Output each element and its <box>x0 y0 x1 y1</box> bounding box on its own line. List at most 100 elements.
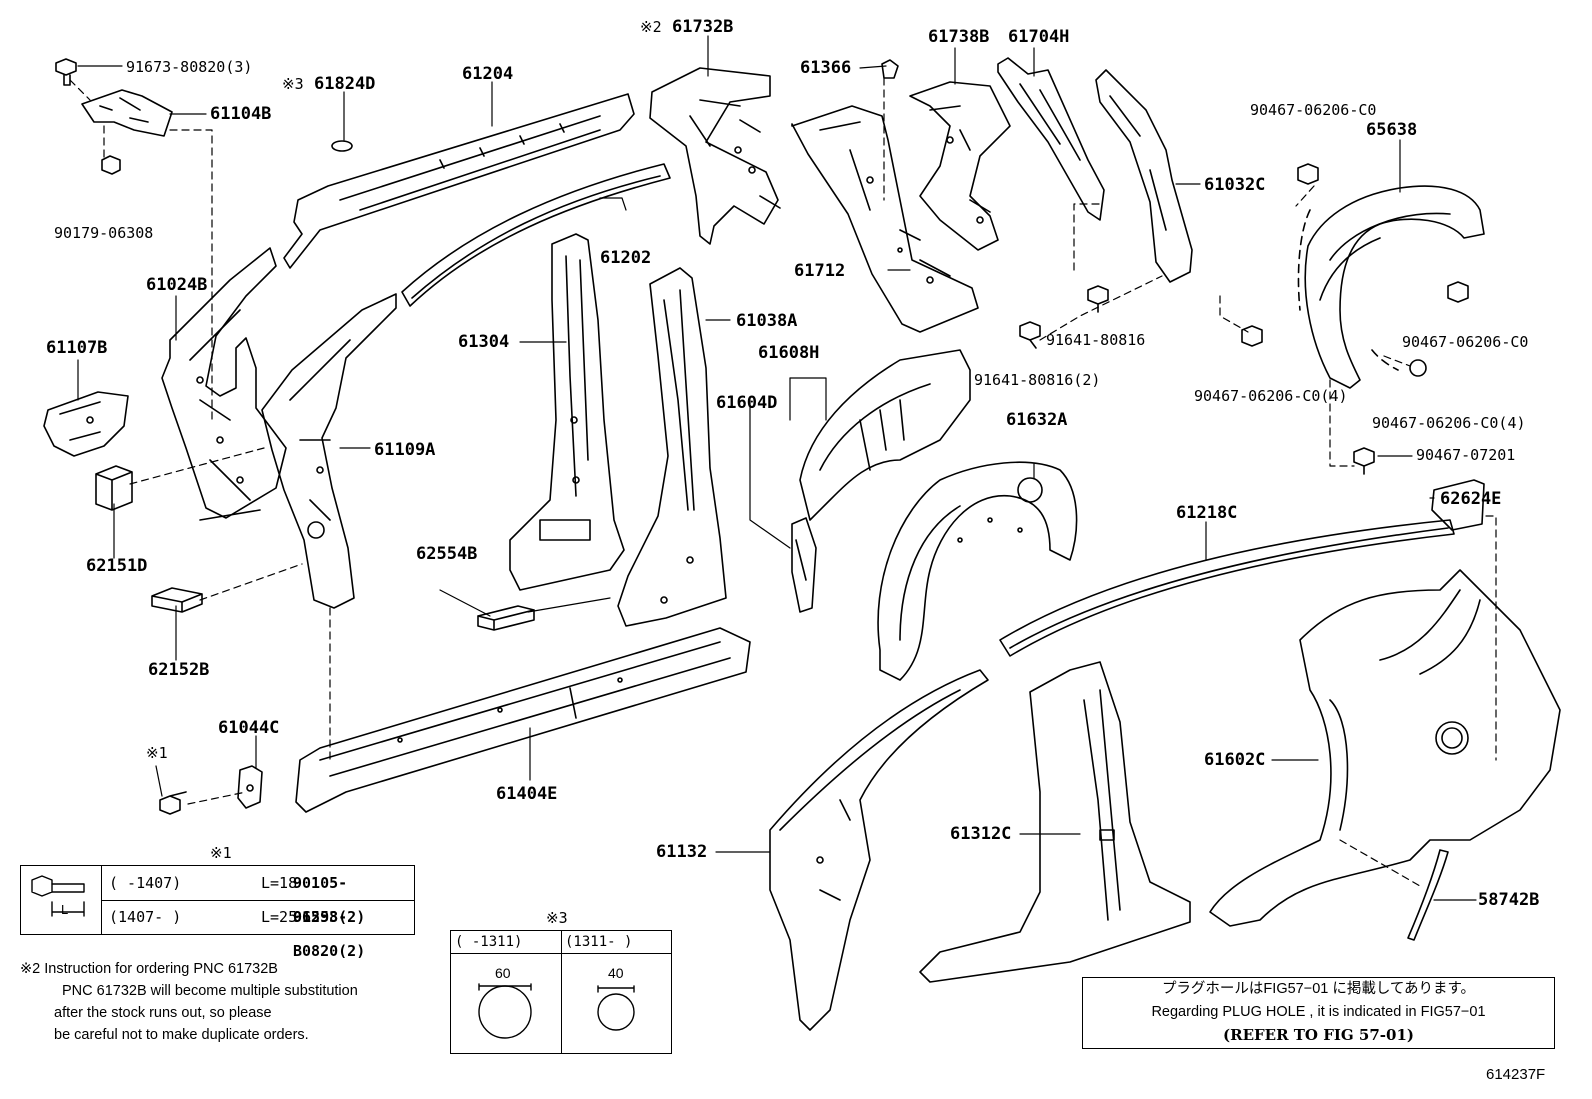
label-61738b[interactable]: 61738B <box>928 27 990 47</box>
hole-range: ( -1311) <box>455 934 523 950</box>
gusset-61032c-shape <box>1095 69 1193 283</box>
pillar-61132-shape <box>769 669 989 1031</box>
label-61732b[interactable]: 61732B <box>672 17 734 37</box>
bracket-61104b-shape <box>81 89 173 137</box>
block-62151d-shape <box>95 465 133 511</box>
label-90179-06308[interactable]: 90179-06308 <box>54 224 154 242</box>
bolt-length: L=18 <box>261 874 298 892</box>
bracket-61704h-shape <box>997 57 1105 221</box>
label-61104b[interactable]: 61104B <box>210 104 272 124</box>
hole-range-col2: (1311- ) <box>561 931 671 954</box>
nut-90467-right-shape <box>1447 281 1469 303</box>
dashed-assembly-lines <box>69 77 1497 887</box>
hole-size-60: 60 <box>495 965 511 981</box>
label-90467-07201[interactable]: 90467-07201 <box>1416 446 1516 464</box>
label-mark1: ※1 <box>146 744 168 762</box>
hole-range: (1311- ) <box>565 934 633 950</box>
label-61824d[interactable]: 61824D <box>314 74 376 94</box>
label-61204[interactable]: 61204 <box>462 64 514 84</box>
bolt-range: (1407- ) <box>109 908 182 926</box>
label-91641-80816-2[interactable]: 91641-80816(2) <box>974 371 1101 389</box>
refer-box: プラグホールはFIG57−01 に掲載してあります。 Regarding PLU… <box>1082 977 1555 1049</box>
label-61632a[interactable]: 61632A <box>1006 410 1068 430</box>
label-65638[interactable]: 65638 <box>1366 120 1418 140</box>
bolt-91641a-shape <box>1087 285 1109 313</box>
pillar-61312c-shape <box>919 661 1191 983</box>
wheelhouse-61608h-shape <box>799 349 971 521</box>
hole-table-divider <box>561 931 562 1053</box>
bolt-range: ( -1407) <box>109 874 182 892</box>
note2-line1: ※2 Instruction for ordering PNC 61732B <box>20 961 278 977</box>
label-90467-right[interactable]: 90467-06206-C0 <box>1402 333 1529 351</box>
bolt-part-number[interactable]: 91553-B0820(2) <box>293 908 366 960</box>
bolt-table-icon <box>31 875 85 917</box>
label-62554b[interactable]: 62554B <box>416 544 478 564</box>
rail-61218c-shape <box>999 519 1455 657</box>
bolt-mark1-shape <box>159 791 187 815</box>
label-61202[interactable]: 61202 <box>600 248 652 268</box>
label-61024b[interactable]: 61024B <box>146 275 208 295</box>
label-61732b-mark: ※2 <box>640 18 662 36</box>
nut-90467-4a-shape <box>1241 325 1263 347</box>
label-61824d-mark: ※3 <box>282 75 304 93</box>
bolt-table-row: ( -1407) L=18 90105-06298(2) <box>101 866 414 926</box>
bracket-61044c-shape <box>237 765 263 809</box>
label-58742b[interactable]: 58742B <box>1478 890 1540 910</box>
bolt-table: L ( -1407) L=18 90105-06298(2) (1407- ) … <box>20 865 415 960</box>
label-62152b[interactable]: 62152B <box>148 660 210 680</box>
bolt-table-row: (1407- ) L=25 91553-B0820(2) <box>101 900 414 960</box>
label-62624e[interactable]: 62624E <box>1440 489 1502 509</box>
label-61608h[interactable]: 61608H <box>758 343 820 363</box>
bolt-part-number[interactable]: 90105-06298(2) <box>293 874 366 926</box>
panel-61738b-shape <box>909 81 1011 251</box>
bolt-91641b-shape <box>1019 321 1041 349</box>
label-62151d[interactable]: 62151D <box>86 556 148 576</box>
label-61218c[interactable]: 61218C <box>1176 503 1238 523</box>
figure-id: 614237F <box>1486 1066 1546 1083</box>
pillar-61038a-shape <box>617 267 727 627</box>
label-90467-4a[interactable]: 90467-06206-C0(4) <box>1194 387 1348 405</box>
label-61704h[interactable]: 61704H <box>1008 27 1070 47</box>
bolt-91673-shape <box>55 58 77 86</box>
piece-61604d-shape <box>791 517 817 613</box>
hole-table: ( -1311) (1311- ) 60 40 <box>450 930 672 1054</box>
label-61712[interactable]: 61712 <box>794 261 846 281</box>
label-61404e[interactable]: 61404E <box>496 784 558 804</box>
clip-61366-shape <box>881 59 899 79</box>
pillar-61024b-shape <box>161 247 287 521</box>
bolt-length-label: L <box>61 902 69 917</box>
nut-90467-top-shape <box>1297 163 1319 185</box>
label-91641-80816[interactable]: 91641-80816 <box>1046 331 1146 349</box>
label-91673-80820[interactable]: 91673-80820(3) <box>126 58 253 76</box>
rocker-61404e-shape <box>295 627 751 813</box>
pillar-61109a-shape <box>261 293 397 609</box>
label-61132[interactable]: 61132 <box>656 842 708 862</box>
nut-90467-4b-shape <box>1409 359 1427 377</box>
leader-lines <box>77 35 1477 901</box>
label-61604d[interactable]: 61604D <box>716 393 778 413</box>
label-61312c[interactable]: 61312C <box>950 824 1012 844</box>
refer-line-en: Regarding PLUG HOLE , it is indicated in… <box>1151 1004 1486 1020</box>
pillar-61304-shape <box>509 233 625 591</box>
quarter-window-lines <box>1379 589 1481 675</box>
note2-line4: be careful not to make duplicate orders. <box>54 1027 309 1043</box>
label-90467-4b[interactable]: 90467-06206-C0(4) <box>1372 414 1526 432</box>
strip-58742b-shape <box>1407 849 1449 941</box>
label-61109a[interactable]: 61109A <box>374 440 436 460</box>
label-61107b[interactable]: 61107B <box>46 338 108 358</box>
label-61366[interactable]: 61366 <box>800 58 852 78</box>
piece-62624e-shape <box>1431 479 1485 531</box>
label-61038a[interactable]: 61038A <box>736 311 798 331</box>
nut-90179-shape <box>101 155 121 175</box>
hole-size-40: 40 <box>608 965 624 981</box>
refer-line-jp: プラグホールはFIG57−01 に掲載してあります。 <box>1161 981 1476 997</box>
label-61304[interactable]: 61304 <box>458 332 510 352</box>
label-90467-top[interactable]: 90467-06206-C0 <box>1250 101 1377 119</box>
label-61044c[interactable]: 61044C <box>218 718 280 738</box>
bolt-90467-07201-shape <box>1353 447 1375 475</box>
panel-61602c-shape <box>1209 569 1561 927</box>
label-61602c[interactable]: 61602C <box>1204 750 1266 770</box>
label-61032c[interactable]: 61032C <box>1204 175 1266 195</box>
refer-fig-link[interactable]: (REFER TO FIG 57-01) <box>1223 1026 1414 1044</box>
